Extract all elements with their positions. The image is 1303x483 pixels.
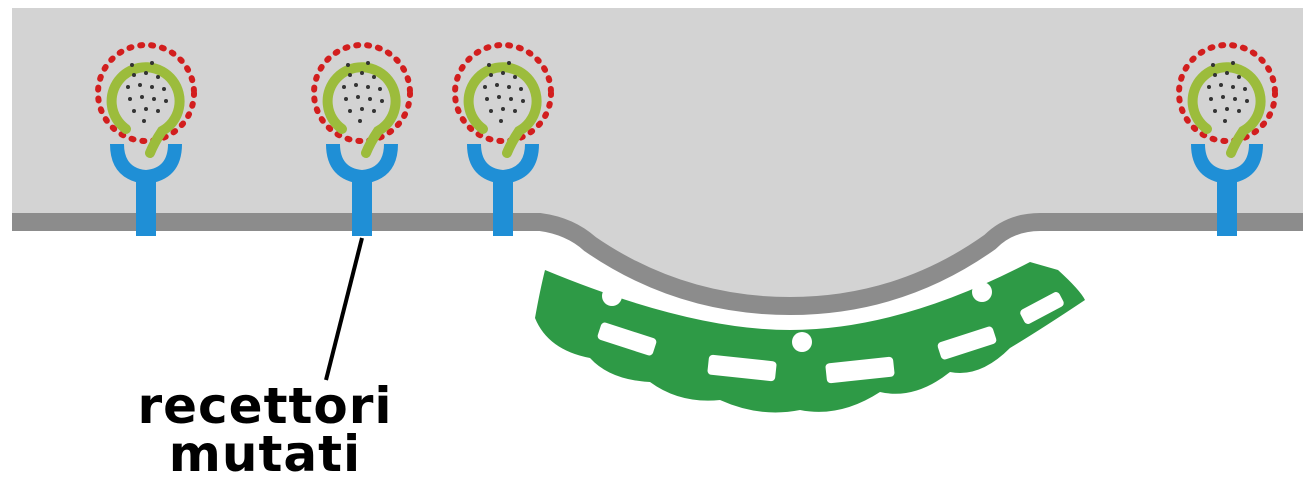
label-line-2: mutati	[105, 430, 425, 478]
pointer-line	[326, 238, 362, 380]
extracellular-space	[12, 8, 1303, 300]
label-line-1: recettori	[105, 382, 425, 430]
mutated-receptors-label: recettori mutati	[105, 382, 425, 478]
